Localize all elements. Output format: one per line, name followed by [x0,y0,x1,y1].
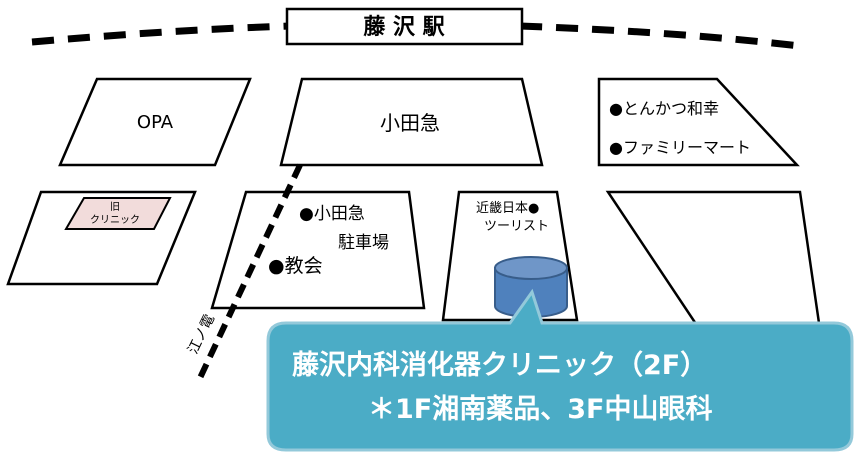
opa-label: OPA [137,112,174,133]
old-clinic-label-1: 旧 [110,201,120,213]
clinic-callout[interactable]: 藤沢内科消化器クリニック（2F） ＊1F湘南薬品、3F中山眼科 [266,288,854,452]
block-old-clinic: 旧 クリニック [6,190,197,286]
building-odakyu: 小田急 [279,77,544,167]
railway-line [31,22,801,50]
enoden-line [197,163,303,380]
church-label: ●教会 [268,255,323,277]
building-right-top: ●とんかつ和幸 ●ファミリーマート [597,77,800,167]
parking-label-1: ●小田急 [299,204,365,224]
station-label: 藤 沢 駅 [363,14,444,40]
parking-label-2: 駐車場 [338,233,389,253]
station-box[interactable]: 藤 沢 駅 [285,7,524,46]
old-clinic-label-2: クリニック [90,214,140,226]
odakyu-label: 小田急 [380,111,440,135]
familymart-label: ●ファミリーマート [609,138,751,157]
old-clinic-marker [64,197,172,230]
kinki-label-1: 近畿日本● [476,201,539,216]
callout-line-2: ＊1F湘南薬品、3F中山眼科 [368,394,712,425]
block-parking-church: ●小田急 駐車場 ●教会 [210,190,426,310]
callout-line-1: 藤沢内科消化器クリニック（2F） [292,350,707,381]
block-right-lower [605,190,822,332]
kinki-label-2: ツーリスト [484,219,549,234]
building-opa: OPA [58,77,252,167]
tonkatsu-label: ●とんかつ和幸 [609,99,719,118]
